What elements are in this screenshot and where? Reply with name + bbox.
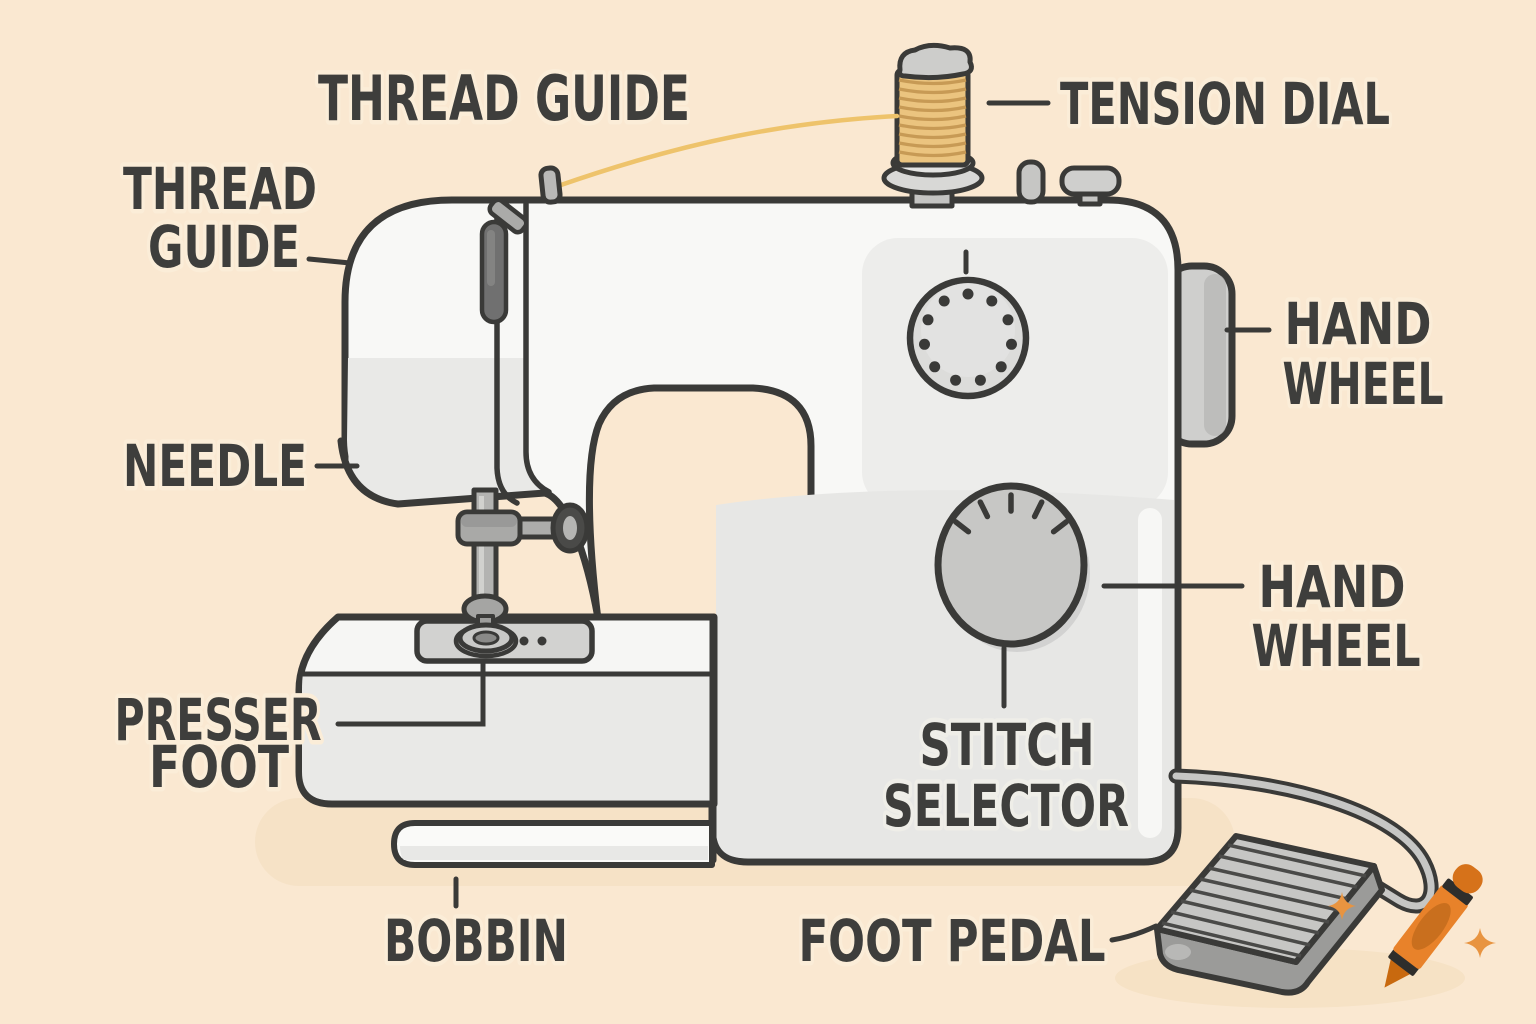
label-stitch-selector-line1: STITCH (920, 711, 1095, 779)
pillar-gloss (1138, 508, 1162, 838)
label-hand-wheel-upper-line2: WHEEL (1283, 350, 1444, 418)
needle-assembly (455, 487, 590, 654)
label-hand-wheel-lower-line1: HAND (1259, 553, 1406, 621)
stitch-length-knob (1059, 165, 1122, 207)
bobbin-winder-pin (1016, 159, 1046, 205)
sparkle-icons (1328, 892, 1496, 958)
bobbin-cover (391, 613, 717, 868)
head-seam-left (494, 204, 520, 506)
leader-thread-guide-left (306, 256, 353, 266)
thread-spool (881, 42, 985, 209)
head-shading (347, 358, 545, 501)
label-thread-guide-top: THREAD GUIDE (318, 62, 690, 135)
pedal-ribs (1161, 843, 1367, 958)
power-cable (1168, 768, 1439, 914)
machine-bed (295, 613, 718, 808)
thread-guide-pin (538, 165, 563, 205)
label-needle: NEEDLE (123, 432, 307, 500)
head-seam-right (523, 201, 552, 495)
stitch-selector-dial (934, 482, 1090, 652)
label-tension-dial: TENSION DIAL (1060, 70, 1390, 138)
label-hand-wheel-upper-line1: HAND (1285, 290, 1432, 358)
foot-pedal (1154, 833, 1385, 996)
tension-dial (906, 249, 1030, 400)
label-presser-foot-line2: FOOT (149, 733, 289, 801)
spool-cap (897, 42, 974, 81)
label-stitch-selector-line2: SELECTOR (883, 772, 1129, 840)
thread-guide-blade (487, 197, 529, 235)
label-thread-guide-left-line2: GUIDE (148, 213, 300, 281)
leader-presser-foot (335, 658, 486, 727)
label-foot-pedal: FOOT PEDAL (799, 907, 1106, 975)
label-presser-foot-line1: PRESSER (115, 686, 322, 754)
thread-line (555, 113, 900, 189)
leader-lines (306, 100, 1272, 943)
label-bobbin: BOBBIN (384, 907, 568, 975)
leader-foot-pedal (1109, 923, 1159, 943)
label-thread-guide-left-line1: THREAD (123, 155, 317, 223)
crayon-icon (1384, 864, 1483, 988)
spool-ridges (898, 78, 967, 158)
label-hand-wheel-lower-line2: WHEEL (1252, 612, 1421, 680)
